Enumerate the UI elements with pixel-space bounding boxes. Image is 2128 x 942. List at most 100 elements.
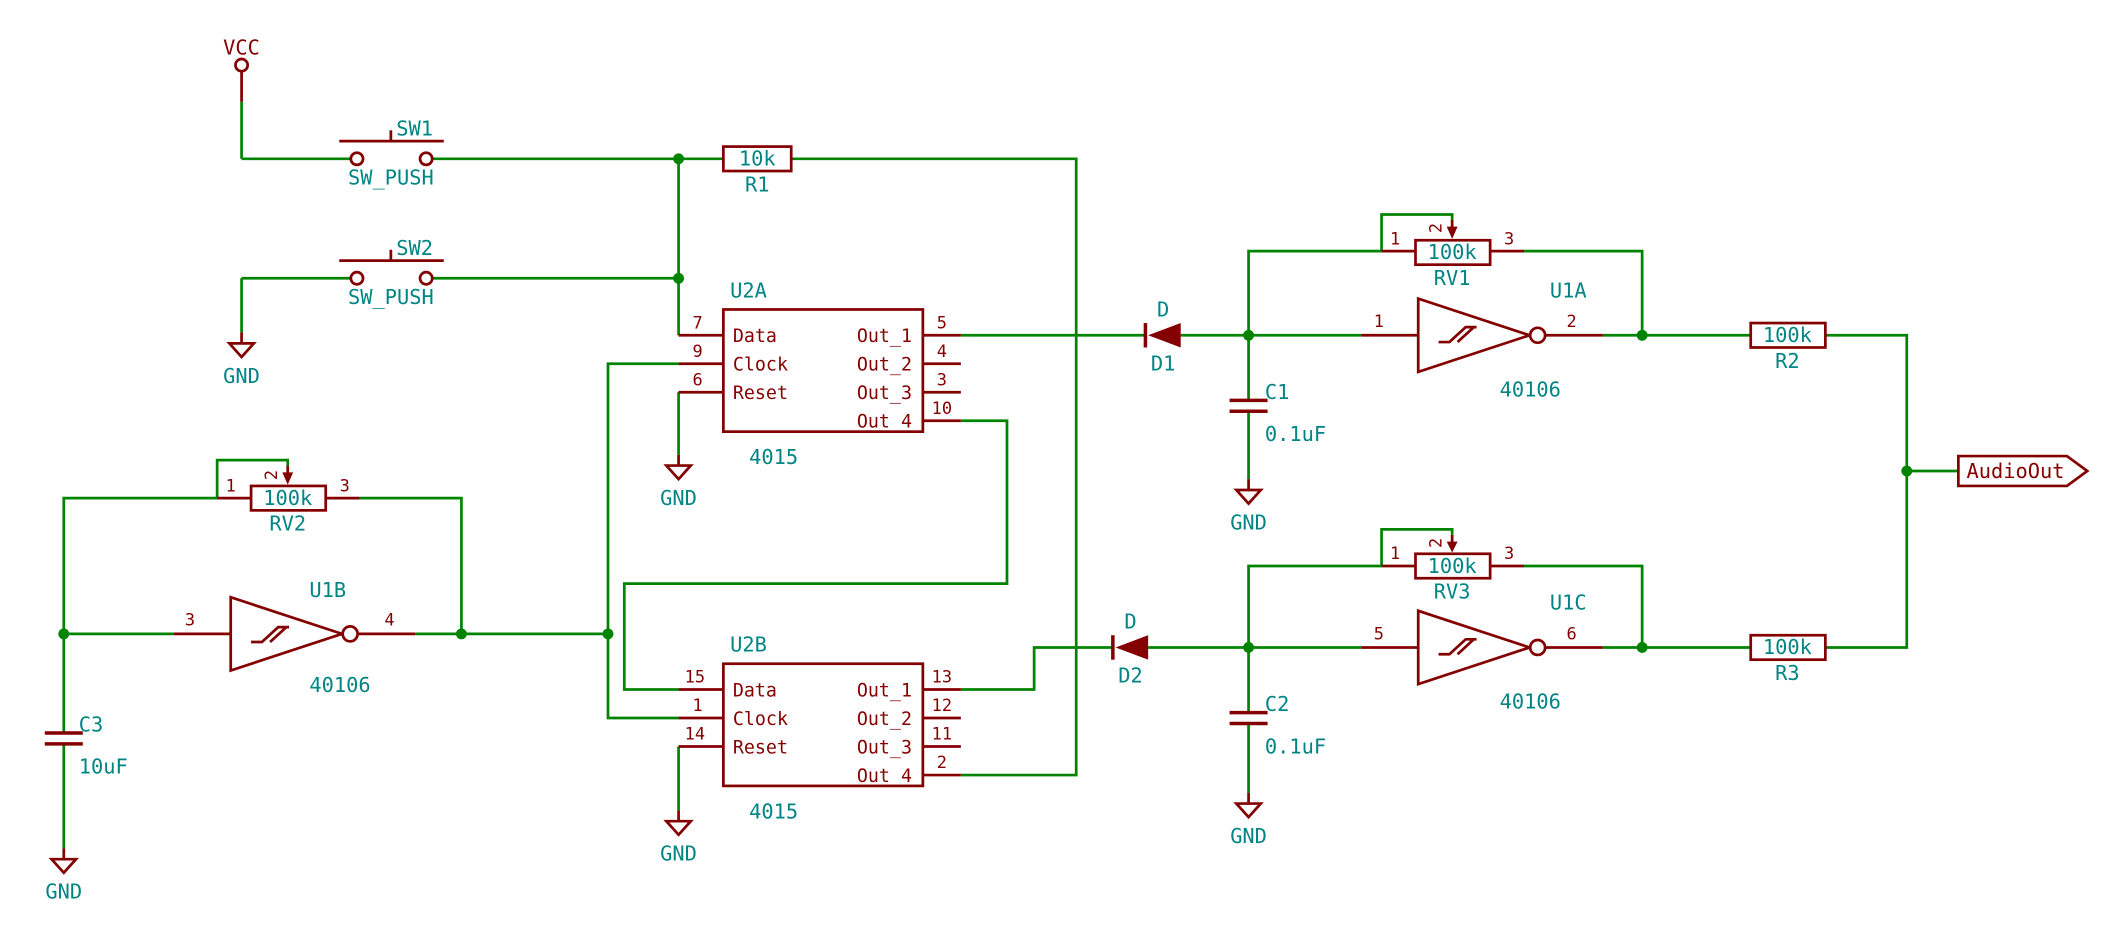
wire bbox=[960, 646, 1113, 691]
u2a-ref-label: U2A bbox=[730, 278, 767, 302]
u2a-pin-number: 4 bbox=[937, 341, 947, 361]
sw2-ref-label: SW2 bbox=[396, 236, 433, 260]
junction-dot bbox=[1636, 329, 1648, 341]
gnd-label: GND bbox=[660, 486, 697, 510]
rv3-ref-label: RV3 bbox=[1434, 580, 1471, 604]
inverter-u1b: 3 4 U1B 40106 bbox=[173, 578, 416, 697]
ic-u2a: 7 9 6 5 4 3 10 Data Clock Reset Out_1 Ou… bbox=[678, 278, 961, 469]
rv3-pin2-number: 2 bbox=[1425, 538, 1445, 548]
resistor-r2: 100k R2 bbox=[1749, 321, 1827, 373]
power-gnd-u2a: GND bbox=[660, 454, 697, 510]
d2-name-label: D bbox=[1124, 609, 1136, 633]
u2a-pin-name: Data bbox=[733, 326, 777, 347]
gnd-symbol bbox=[663, 819, 694, 837]
schmitt-hysteresis-glyph bbox=[251, 625, 290, 644]
inverter-bubble bbox=[1528, 326, 1547, 345]
pot-wiper-arrow bbox=[1446, 226, 1458, 239]
junction-dot bbox=[673, 272, 684, 284]
u1b-input-pin-number: 3 bbox=[185, 610, 195, 630]
ic-u2b: 15 1 14 13 12 11 2 Data Clock Reset Out_… bbox=[678, 633, 961, 823]
schmitt-hysteresis-glyph bbox=[1438, 637, 1477, 656]
u1b-output-pin-number: 4 bbox=[384, 610, 394, 630]
ic-body bbox=[722, 662, 925, 788]
gnd-symbol bbox=[226, 342, 257, 360]
power-gnd-c2: GND bbox=[1230, 792, 1267, 848]
u2a-pin-number: 7 bbox=[692, 312, 702, 332]
u2b-pin-name: Data bbox=[733, 680, 777, 701]
wire bbox=[62, 496, 218, 634]
junction-dot bbox=[1243, 329, 1254, 341]
u2b-pin-name: Out_4 bbox=[857, 766, 912, 787]
u2b-ref-label: U2B bbox=[730, 633, 767, 657]
rv2-value-label: 100k bbox=[263, 486, 312, 510]
u2a-pin-number: 3 bbox=[937, 369, 947, 389]
potentiometer-rv2: 1 3 2 100k RV2 bbox=[217, 465, 360, 536]
wire bbox=[1247, 564, 1382, 648]
pot-wiper-arrow bbox=[282, 472, 294, 485]
power-gnd-u2b: GND bbox=[660, 810, 697, 866]
u1c-ref-label: U1C bbox=[1550, 590, 1587, 614]
power-gnd-c1: GND bbox=[1230, 479, 1267, 534]
sw2-value-label: SW_PUSH bbox=[348, 285, 434, 309]
power-vcc: VCC bbox=[223, 35, 260, 102]
junction-dot bbox=[1636, 642, 1648, 653]
u2a-pin-name: Clock bbox=[733, 355, 788, 376]
r2-ref-label: R2 bbox=[1775, 349, 1799, 373]
r3-value-label: 100k bbox=[1763, 635, 1812, 659]
inverter-triangle bbox=[229, 595, 347, 673]
gnd-symbol bbox=[1233, 802, 1264, 820]
switch-contact bbox=[349, 151, 365, 167]
gnd-label: GND bbox=[45, 880, 82, 904]
sw1-ref-label: SW1 bbox=[396, 117, 433, 141]
audio-out-text: AudioOut bbox=[1967, 459, 2065, 483]
u2a-pin-number: 10 bbox=[932, 398, 952, 418]
u1a-input-pin-number: 1 bbox=[1374, 311, 1384, 331]
u2b-pin-name: Out_2 bbox=[857, 709, 912, 730]
u2b-pin-number: 14 bbox=[685, 724, 705, 744]
power-gnd-sw2: GND bbox=[223, 332, 260, 388]
resistor-r3: 100k R3 bbox=[1749, 633, 1827, 685]
junction-dot bbox=[602, 628, 614, 640]
diode-triangle bbox=[1148, 323, 1181, 348]
capacitor-c2: C2 0.1uF bbox=[1229, 692, 1326, 758]
u2a-pin-name: Out_1 bbox=[857, 326, 912, 347]
gnd-symbol bbox=[1233, 488, 1264, 506]
junction-dot bbox=[1901, 465, 1913, 477]
wire bbox=[1524, 564, 1644, 648]
u1a-value-label: 40106 bbox=[1500, 377, 1561, 401]
u2b-pin-number: 1 bbox=[692, 695, 702, 715]
pot-wiper-arrow bbox=[1446, 541, 1458, 553]
r1-value-label: 10k bbox=[739, 147, 776, 171]
rv3-value-label: 100k bbox=[1428, 554, 1477, 578]
c1-ref-label: C1 bbox=[1265, 380, 1289, 404]
gnd-label: GND bbox=[660, 842, 697, 866]
u2b-pin-name: Out_1 bbox=[857, 680, 912, 701]
u2b-pin-number: 12 bbox=[932, 695, 952, 715]
u1b-ref-label: U1B bbox=[309, 578, 346, 602]
gnd-label: GND bbox=[223, 364, 260, 388]
u2a-value-label: 4015 bbox=[749, 445, 798, 469]
switch-contact bbox=[418, 151, 434, 167]
wire-rv1-wiper bbox=[1380, 213, 1454, 252]
wire-rv3-wiper bbox=[1380, 528, 1454, 567]
power-gnd-c3: GND bbox=[45, 848, 82, 904]
rv3-pin1-number: 1 bbox=[1390, 543, 1400, 563]
capacitor-c1: C1 0.1uF bbox=[1229, 380, 1326, 446]
d2-ref-label: D2 bbox=[1118, 664, 1142, 688]
audio-out-label: AudioOut bbox=[1957, 454, 2090, 488]
c3-ref-label: C3 bbox=[79, 713, 103, 737]
gnd-symbol bbox=[663, 464, 694, 482]
d1-ref-label: D1 bbox=[1151, 352, 1175, 376]
resistor-r1: 10k R1 bbox=[722, 145, 793, 196]
u2b-pin-number: 13 bbox=[932, 667, 952, 687]
u1c-input-pin-number: 5 bbox=[1374, 623, 1384, 643]
rv1-pin3-number: 3 bbox=[1504, 228, 1514, 248]
rv1-pin2-number: 2 bbox=[1425, 223, 1445, 233]
u2a-pin-name: Reset bbox=[733, 383, 788, 404]
vcc-symbol-circle bbox=[234, 57, 250, 73]
capacitor-c3: C3 10uF bbox=[44, 713, 128, 779]
u2a-pin-name: Out_4 bbox=[857, 412, 912, 433]
inverter-u1a: 1 2 U1A 40106 bbox=[1361, 278, 1603, 401]
wires bbox=[62, 101, 1959, 849]
